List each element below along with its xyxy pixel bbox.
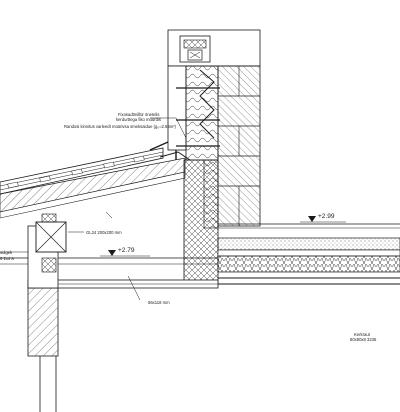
left-note2: 0 2x4 ä [0, 256, 14, 261]
level-lower-label: +2.79 [118, 247, 135, 254]
right-note1: Kerkraut [354, 332, 371, 337]
ceiling-structure [0, 225, 219, 357]
rafter-label: 56x118 mm [148, 300, 170, 305]
beam-label: GL24 200x200 mm [86, 230, 122, 235]
callout-line2: kerdurttega fiko müürdis [116, 117, 161, 122]
insulation-block [183, 159, 219, 285]
roof-slope [0, 147, 186, 219]
floor-slab [217, 223, 400, 285]
leader-lines [0, 117, 187, 301]
roof-tiles [7, 155, 145, 189]
glulam-beam [35, 213, 67, 273]
wall-column [167, 65, 261, 227]
level-marker-lower: +2.79 [100, 247, 150, 257]
left-note1: sulgek [0, 250, 13, 255]
right-note2: 80x80x8 3235 [350, 337, 377, 342]
window-frame [167, 29, 261, 67]
level-marker-upper: +2.99 [300, 213, 346, 223]
level-upper-label: +2.99 [318, 213, 335, 220]
callout-line1: Fixosadtmillür önetelis [118, 112, 159, 117]
callout-line3: Randosi kinnitus varleedt müürivsa smeks… [64, 124, 177, 129]
bottom-post [39, 356, 57, 412]
